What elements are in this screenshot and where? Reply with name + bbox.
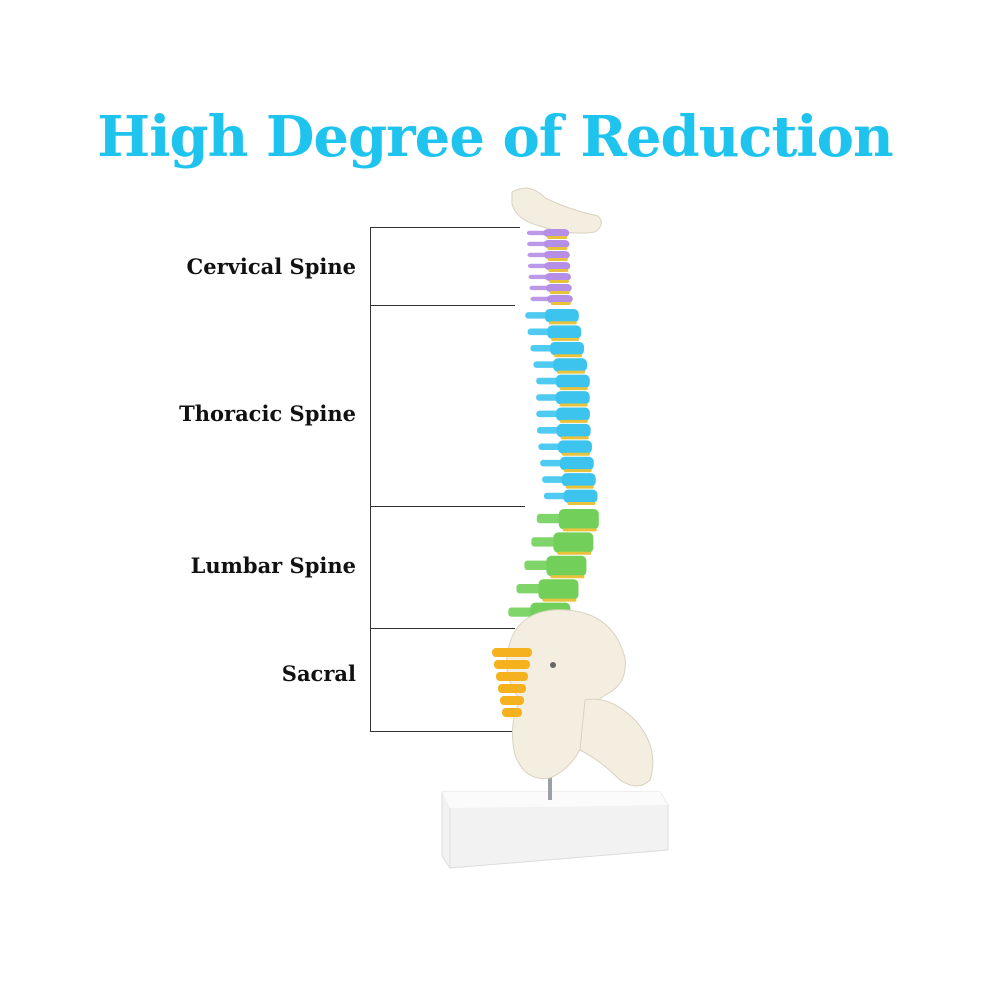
vertebra <box>530 341 584 358</box>
vertebra <box>536 391 590 407</box>
tick-sacral-bottom <box>370 731 520 732</box>
vertebra <box>524 555 587 579</box>
vertebra <box>527 251 570 261</box>
label-thoracic-spine: Thoracic Spine <box>179 401 356 426</box>
tick-lumbar-sacral <box>370 628 515 629</box>
vertebra <box>538 440 592 456</box>
vertebra <box>526 229 570 239</box>
bracket-line <box>370 227 521 732</box>
vertebra <box>527 325 582 341</box>
stand-base <box>441 791 669 869</box>
tick-thoracic-lumbar <box>370 506 525 507</box>
vertebra <box>542 473 596 489</box>
label-sacral: Sacral <box>281 661 356 686</box>
vertebra <box>527 262 571 272</box>
vertebral-column <box>508 229 599 625</box>
vertebra <box>536 407 590 423</box>
label-lumbar-spine: Lumbar Spine <box>190 553 356 578</box>
vertebra <box>527 240 570 250</box>
vertebra <box>531 532 594 555</box>
vertebra <box>540 456 594 473</box>
vertebra <box>536 374 590 391</box>
vertebra <box>528 273 571 283</box>
vertebra <box>525 309 579 325</box>
vertebra <box>516 579 579 602</box>
spine-model-image <box>441 187 669 869</box>
page-title: High Degree of Reduction <box>97 104 893 170</box>
vertebra <box>533 358 588 374</box>
tick-cervical-top <box>370 227 520 228</box>
vertebra <box>536 509 599 532</box>
skull-base <box>511 187 602 234</box>
tick-cervical-thoracic <box>370 305 515 306</box>
sacrum-coccyx <box>492 648 532 717</box>
vertebra <box>530 295 573 305</box>
vertebra <box>543 489 598 505</box>
vertebra <box>537 423 591 440</box>
vertebra <box>529 284 572 294</box>
pelvis <box>506 609 654 787</box>
label-cervical-spine: Cervical Spine <box>186 254 356 279</box>
